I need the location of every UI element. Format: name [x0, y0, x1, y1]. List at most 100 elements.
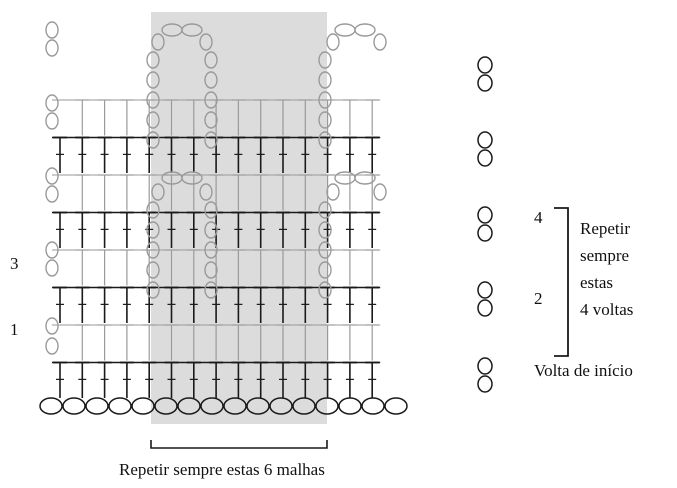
arch-chain-stitch: [204, 281, 218, 299]
stitch: [97, 136, 112, 173]
stitch: [342, 286, 357, 323]
stitch: [97, 324, 112, 361]
turning-chain-stitch: [45, 39, 59, 57]
stitch: [365, 286, 380, 323]
chain-stitch: [361, 397, 385, 415]
repeat-rows-line-2: sempre: [580, 246, 630, 265]
repeat-rows-line-1: Repetir: [580, 219, 631, 238]
stitch: [119, 174, 134, 211]
arch-chain-stitch: [146, 261, 160, 279]
stitch: [53, 286, 67, 323]
row-number-3: 3: [10, 254, 19, 273]
stitch: [53, 361, 67, 398]
stitch: [119, 286, 134, 323]
turning-chain-stitch: [477, 131, 493, 149]
repeat-rows-line-4: 4 voltas: [580, 300, 634, 319]
arch-chain-stitch: [373, 183, 387, 201]
repeat-stitches-label: Repetir sempre estas 6 malhas: [119, 460, 325, 479]
stitch: [342, 99, 357, 136]
arch-chain-stitch: [318, 91, 332, 109]
arch-chain-stitch: [204, 241, 218, 259]
chain-stitch: [315, 397, 339, 415]
arch-chain-stitch: [326, 33, 340, 51]
arch-chain-stitch: [146, 281, 160, 299]
arch-chain-stitch: [318, 221, 332, 239]
stitch: [119, 136, 134, 173]
chain-stitch: [246, 397, 270, 415]
stitch: [97, 211, 112, 248]
stitch: [75, 211, 90, 248]
arch-chain-stitch: [181, 23, 203, 37]
stitch: [342, 361, 357, 398]
stitch: [365, 99, 380, 136]
stitch: [75, 174, 90, 211]
turning-chain-stitch: [45, 112, 59, 130]
arch-chain-stitch: [146, 201, 160, 219]
arch-chain-stitch: [326, 183, 340, 201]
arch-chain-stitch: [204, 221, 218, 239]
arch-chain-stitch: [204, 71, 218, 89]
turning-chain-stitch: [477, 74, 493, 92]
stitch: [75, 286, 90, 323]
turning-chain-stitch: [45, 337, 59, 355]
chain-stitch: [384, 397, 408, 415]
arch-chain-stitch: [318, 131, 332, 149]
arch-chain-stitch: [318, 261, 332, 279]
chain-stitch: [39, 397, 63, 415]
chain-stitch: [131, 397, 155, 415]
arch-chain-stitch: [146, 51, 160, 69]
arch-chain-stitch: [146, 111, 160, 129]
stitch: [119, 249, 134, 286]
arch-chain-stitch: [181, 171, 203, 185]
arch-chain-stitch: [199, 183, 213, 201]
arch-chain-stitch: [318, 281, 332, 299]
arch-chain-stitch: [373, 33, 387, 51]
stitch: [97, 249, 112, 286]
arch-chain-stitch: [318, 111, 332, 129]
chain-stitch: [177, 397, 201, 415]
stitch: [75, 361, 90, 398]
repeat-rows-line-3: estas: [580, 273, 614, 292]
chain-stitch: [85, 397, 109, 415]
turning-chain-stitch: [477, 56, 493, 74]
arch-chain-stitch: [151, 183, 165, 201]
stitch: [97, 99, 112, 136]
turning-chain-stitch: [45, 94, 59, 112]
stitch: [365, 211, 380, 248]
row-number-1: 1: [10, 320, 19, 339]
chain-stitch: [154, 397, 178, 415]
turning-chain-stitch: [45, 185, 59, 203]
turning-chain-stitch: [45, 21, 59, 39]
foundation-chain: [39, 397, 408, 415]
stitch: [365, 174, 380, 211]
turning-chain-stitch: [45, 317, 59, 335]
arch-chain-stitch: [318, 201, 332, 219]
stitch: [97, 361, 112, 398]
chain-arch-motif: [146, 23, 387, 299]
chain-stitch: [200, 397, 224, 415]
arch-chain-stitch: [146, 71, 160, 89]
stitch: [365, 136, 380, 173]
stitch: [75, 99, 90, 136]
turning-chain-stitch: [45, 167, 59, 185]
turning-chain-stitch: [477, 299, 493, 317]
stitch: [342, 324, 357, 361]
chain-stitch: [108, 397, 132, 415]
chain-stitch: [338, 397, 362, 415]
arch-chain-stitch: [204, 261, 218, 279]
arch-chain-stitch: [151, 33, 165, 51]
turning-chain-stitch: [477, 224, 493, 242]
chain-stitch: [292, 397, 316, 415]
arch-chain-stitch: [146, 91, 160, 109]
chain-stitch: [223, 397, 247, 415]
arch-chain-stitch: [146, 241, 160, 259]
turning-chain-stitch: [45, 259, 59, 277]
arch-chain-stitch: [204, 111, 218, 129]
arch-chain-stitch: [354, 171, 376, 185]
turning-chain-stitch: [477, 149, 493, 167]
foundation-label: Volta de início: [534, 361, 633, 380]
arch-chain-stitch: [204, 91, 218, 109]
row-number-4: 4: [534, 208, 543, 227]
stitch: [365, 361, 380, 398]
row-repeat-bracket: [554, 207, 569, 357]
